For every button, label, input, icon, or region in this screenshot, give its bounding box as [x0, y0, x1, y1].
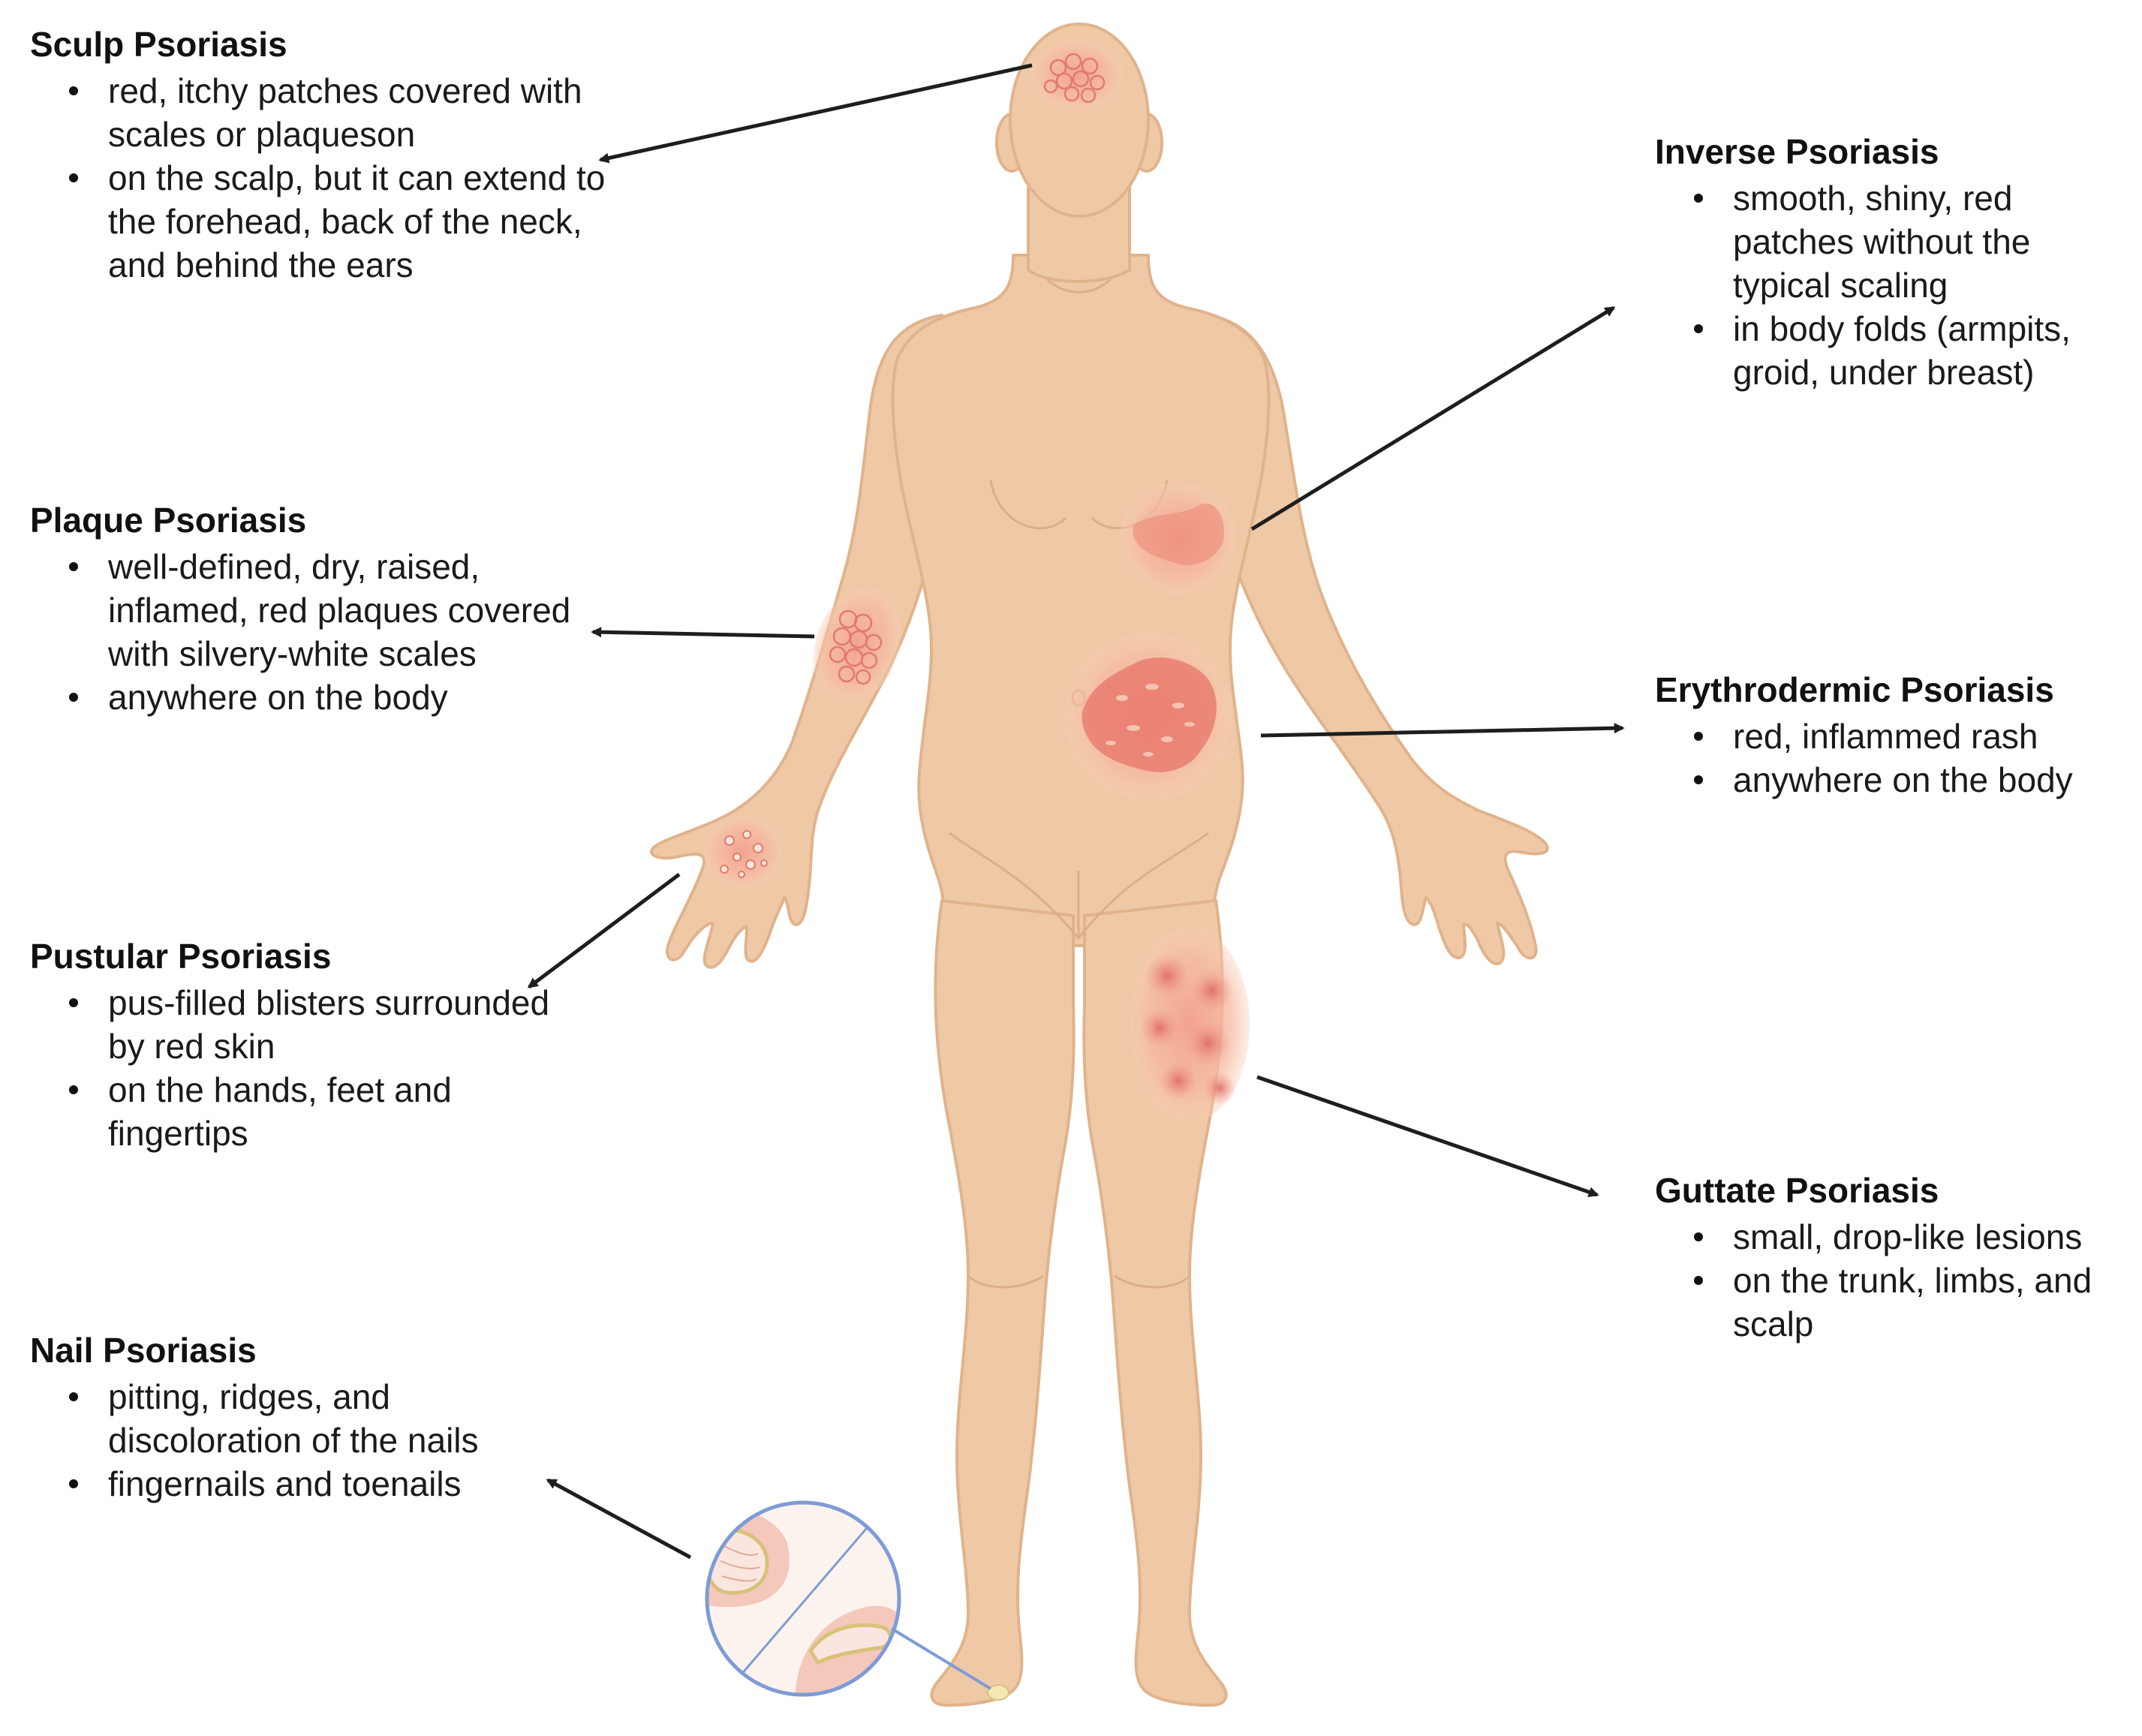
bullet-list: red, itchy patches covered with scales o…	[30, 69, 615, 287]
hand-pustular-lesion	[704, 816, 782, 888]
bullet-item: anywhere on the body	[30, 675, 585, 719]
label-erythrodermic-psoriasis: Erythrodermic Psoriasis red, inflammed r…	[1655, 668, 2135, 802]
bullet-item: on the scalp, but it can extend to the f…	[30, 156, 615, 287]
body-silhouette	[650, 23, 1549, 1707]
bullet-item: fingernails and toenails	[30, 1462, 585, 1506]
label-plaque-psoriasis: Plaque Psoriasis well-defined, dry, rais…	[30, 498, 585, 719]
bullet-item: small, drop-like lesions	[1655, 1215, 2135, 1259]
label-title: Erythrodermic Psoriasis	[1655, 670, 2054, 709]
bullet-list: well-defined, dry, raised, inflamed, red…	[30, 545, 585, 719]
elbow-plaque-lesion	[814, 587, 901, 704]
arrow-pustular	[527, 873, 681, 988]
bullet-item: well-defined, dry, raised, inflamed, red…	[30, 545, 585, 675]
bullet-item: on the trunk, limbs, and scalp	[1655, 1259, 2135, 1346]
label-title: Pustular Psoriasis	[30, 937, 332, 976]
label-title: Nail Psoriasis	[30, 1331, 257, 1370]
bullet-item: on the hands, feet and fingertips	[30, 1068, 555, 1155]
bullet-item: pitting, ridges, and discoloration of th…	[30, 1375, 585, 1462]
label-guttate-psoriasis: Guttate Psoriasis small, drop-like lesio…	[1655, 1169, 2135, 1346]
bullet-list: smooth, shiny, red patches without the t…	[1655, 176, 2135, 394]
bullet-list: pus-filled blisters surrounded by red sk…	[30, 981, 555, 1155]
toenail-marker	[987, 1684, 1009, 1701]
bullet-item: red, itchy patches covered with scales o…	[30, 69, 615, 156]
label-inverse-psoriasis: Inverse Psoriasis smooth, shiny, red pat…	[1655, 130, 2135, 394]
bullet-list: small, drop-like lesions on the trunk, l…	[1655, 1215, 2135, 1346]
nail-zoom-inset	[705, 1500, 992, 1697]
underbreast-inverse-lesion	[1120, 483, 1237, 595]
thigh-guttate-lesion	[1130, 927, 1250, 1122]
label-pustular-psoriasis: Pustular Psoriasis pus-filled blisters s…	[30, 934, 555, 1155]
arrow-nail	[546, 1478, 692, 1560]
label-sculp-psoriasis: Sculp Psoriasis red, itchy patches cover…	[30, 23, 615, 287]
label-title: Guttate Psoriasis	[1655, 1171, 1939, 1210]
label-title: Plaque Psoriasis	[30, 501, 307, 540]
arrow-sculp	[598, 63, 1033, 164]
bullet-item: anywhere on the body	[1655, 758, 2135, 802]
arrow-plaque	[591, 627, 815, 639]
scalp-lesion	[1030, 39, 1124, 111]
bullet-item: in body folds (armpits, groid, under bre…	[1655, 307, 2135, 394]
bullet-item: red, inflammed rash	[1655, 715, 2135, 758]
arrow-inverse	[1250, 305, 1616, 531]
label-nail-psoriasis: Nail Psoriasis pitting, ridges, and disc…	[30, 1328, 585, 1506]
pointer-arrows	[527, 63, 1625, 1560]
bullet-list: pitting, ridges, and discoloration of th…	[30, 1375, 585, 1506]
label-title: Inverse Psoriasis	[1655, 132, 1939, 171]
arrow-erythrodermic	[1260, 723, 1625, 738]
label-title: Sculp Psoriasis	[30, 25, 287, 64]
bullet-item: smooth, shiny, red patches without the t…	[1655, 176, 2135, 307]
bullet-list: red, inflammed rash anywhere on the body	[1655, 715, 2135, 802]
bullet-item: pus-filled blisters surrounded by red sk…	[30, 981, 555, 1068]
arrow-guttate	[1256, 1075, 1599, 1197]
abdomen-erythrodermic-lesion	[1064, 633, 1232, 801]
